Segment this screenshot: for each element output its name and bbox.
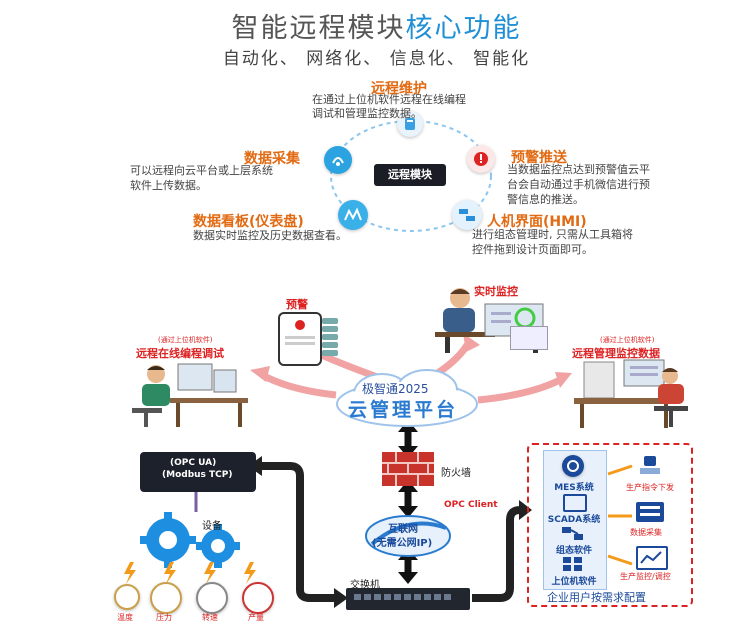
- feature-data-collection-title: 数据采集: [244, 151, 300, 167]
- firewall-icon: [382, 452, 434, 486]
- monitoring-chart-icon: [636, 546, 668, 570]
- feature-alarm-desc2: 台会自动通过手机微信进行预: [507, 178, 650, 191]
- alarm-icon: [467, 145, 495, 173]
- internet-globe-icon: [365, 515, 451, 557]
- function-command: 生产指令下发: [626, 483, 674, 492]
- host-software-icon: [563, 556, 583, 571]
- enterprise-config-box: [527, 443, 693, 607]
- feature-remote-maintenance-title: 远程维护: [371, 81, 427, 97]
- system-mes: MES系统: [554, 483, 594, 493]
- page-title: 智能远程模块核心功能: [0, 6, 753, 45]
- gauge-label-1: 压力: [156, 613, 172, 622]
- scada-icon: [563, 494, 587, 512]
- dashboard-icon: [338, 200, 368, 230]
- remote-maintenance-icon: [397, 111, 423, 137]
- equipment-label: 设备: [202, 521, 222, 532]
- lightning-icons: [124, 562, 256, 584]
- mes-icon: [562, 455, 584, 477]
- feature-dashboard-desc: 数据实时监控及历史数据查看。: [193, 229, 347, 242]
- gauge-label-2: 转速: [202, 613, 218, 622]
- feature-dashboard-title: 数据看板(仪表盘): [193, 214, 304, 230]
- phone-icon: [278, 312, 322, 366]
- alarm-label: 预警: [286, 298, 308, 311]
- function-monitoring: 生产监控/调控: [620, 572, 671, 581]
- left-programmer-scene: [132, 363, 248, 427]
- device-module: [140, 452, 256, 492]
- temperature-gauge-icon: [114, 584, 140, 610]
- title-part1: 智能远程模块: [231, 13, 406, 44]
- title-part2: 核心功能: [405, 13, 522, 44]
- system-host: 上位机软件: [551, 577, 597, 587]
- command-icon: [638, 454, 662, 478]
- switch-icon: [346, 588, 470, 610]
- feature-data-collection-desc1: 可以远程向云平台或上层系统: [130, 164, 273, 177]
- output-gauge-icon: [242, 582, 274, 614]
- cloud-icon: [336, 369, 478, 427]
- feature-alarm-desc3: 警信息的推送。: [507, 193, 584, 206]
- realtime-monitor-label: 实时监控: [474, 285, 518, 298]
- alarm-messages-icon: [322, 318, 338, 364]
- cloud-brand: 极智通2025: [362, 382, 429, 396]
- gears-icon: [140, 512, 240, 568]
- enterprise-footer: 企业用户按需求配置: [547, 591, 646, 604]
- data-collection-screen-icon: [636, 502, 664, 522]
- left-note: (通过上位机软件): [158, 336, 213, 344]
- feature-data-collection-desc2: 软件上传数据。: [130, 179, 207, 192]
- device-protocol-1: (OPC UA): [170, 458, 217, 468]
- feature-remote-maintenance-desc1: 在通过上位机软件远程在线编程: [312, 93, 466, 106]
- hmi-config-icon: [562, 526, 584, 540]
- center-module: 远程模块: [374, 164, 446, 186]
- function-data-collection: 数据采集: [630, 528, 662, 537]
- feature-hmi-desc2: 控件拖到设计页面即可。: [472, 243, 593, 256]
- hmi-icon: [452, 200, 482, 230]
- cloud-title: 云管理平台: [348, 399, 459, 421]
- firewall-label: 防火墙: [441, 468, 471, 479]
- enterprise-links: [607, 464, 633, 566]
- pressure-gauge-icon: [150, 582, 182, 614]
- feature-alarm-desc1: 当数据监控点达到预警值云平: [507, 163, 650, 176]
- gauge-label-0: 温度: [117, 613, 133, 622]
- feature-alarm-title: 预警推送: [511, 150, 567, 166]
- gauge-label-3: 产量: [248, 613, 264, 622]
- right-note: (通过上位机软件): [600, 336, 655, 344]
- speed-gauge-icon: [196, 582, 228, 614]
- feature-hmi-title: 人机界面(HMI): [487, 214, 587, 230]
- system-scada: SCADA系统: [547, 515, 601, 525]
- page-subtitle: 自动化、 网络化、 信息化、 智能化: [222, 49, 531, 69]
- right-monitor-scene: [574, 359, 688, 428]
- feature-remote-maintenance-desc2: 调试和管理监控数据。: [312, 107, 422, 120]
- opc-client-label: OPC Client: [444, 500, 498, 510]
- left-title: 远程在线编程调试: [136, 347, 224, 360]
- switch-label: 交换机: [350, 580, 380, 591]
- system-configuration: 组态软件: [555, 546, 592, 556]
- internet-note: (无需公网IP): [372, 538, 433, 549]
- data-collection-icon: [324, 146, 352, 174]
- device-protocol-2: (Modbus TCP): [162, 470, 233, 480]
- monitor-screen-icon: [510, 326, 548, 350]
- feature-hmi-desc1: 进行组态管理时, 只需从工具箱将: [472, 228, 633, 241]
- internet-label: 互联网: [388, 524, 418, 535]
- right-title: 远程管理监控数据: [572, 347, 660, 360]
